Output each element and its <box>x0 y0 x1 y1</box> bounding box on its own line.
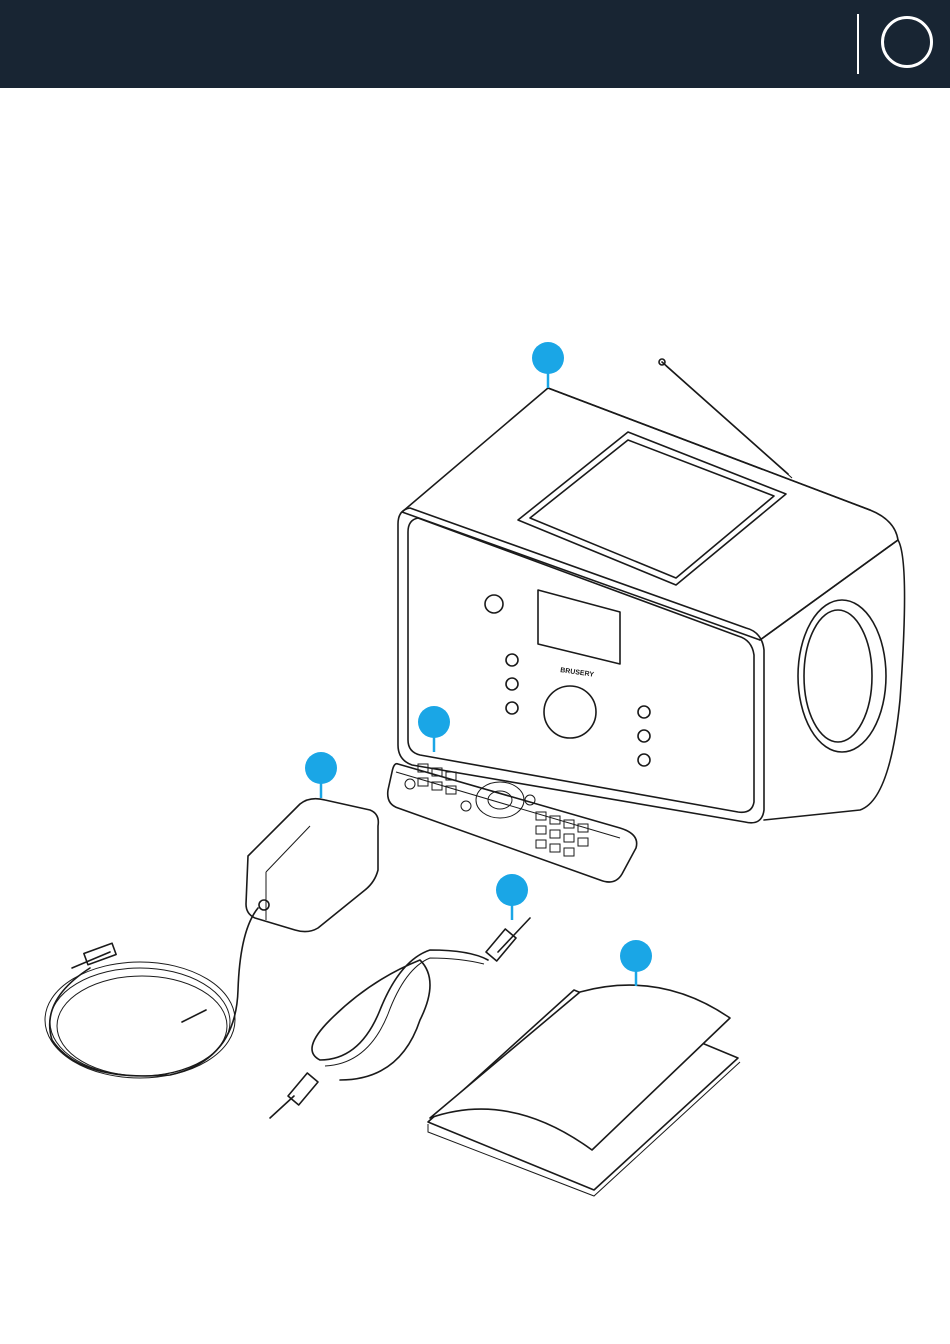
radio-illustration: BRUSERY <box>398 359 905 823</box>
radio-brand-label: BRUSERY <box>560 667 595 679</box>
circle-outline-icon <box>881 16 933 68</box>
header-divider <box>857 14 859 74</box>
callout-audio-cable <box>496 874 528 920</box>
callout-user-manual <box>620 940 652 986</box>
callout-radio <box>532 342 564 388</box>
package-contents-illustration: BRUSERY <box>0 88 950 1339</box>
callout-remote-control <box>418 706 450 752</box>
header-bar <box>0 0 950 88</box>
user-manual-illustration <box>428 985 740 1196</box>
power-adapter-illustration <box>45 799 378 1078</box>
callout-power-adapter <box>305 752 337 798</box>
